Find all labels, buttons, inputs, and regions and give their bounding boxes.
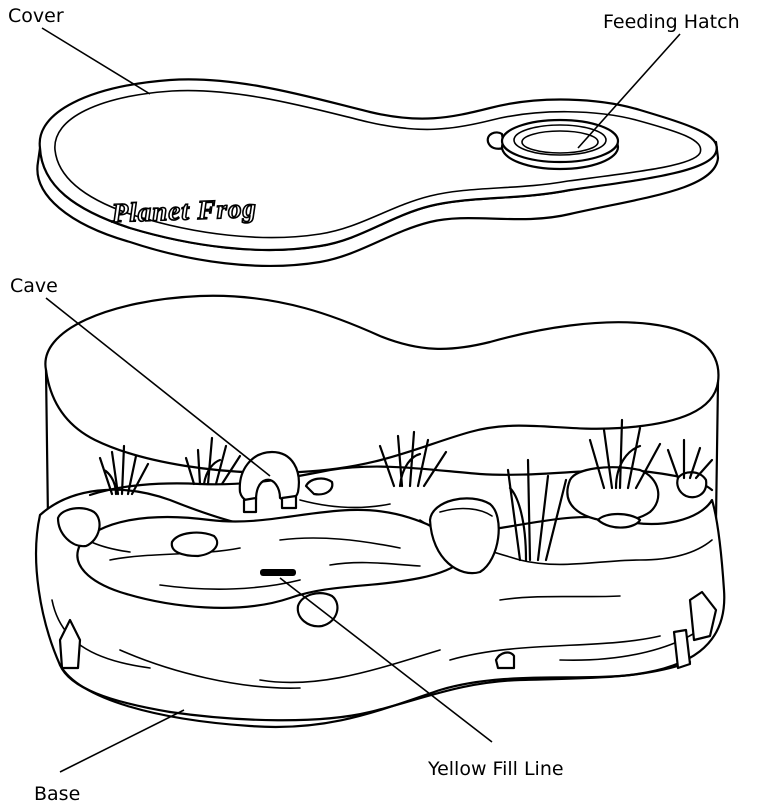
- yellow-fill-line-label: Yellow Fill Line: [427, 758, 564, 780]
- cave: [240, 452, 299, 512]
- lid-logo-text: Planet Frog: [110, 193, 257, 228]
- base-leader-line: [60, 710, 184, 772]
- cover-leader-line: [42, 28, 150, 94]
- base-label: Base: [34, 783, 80, 804]
- cave-label: Cave: [10, 275, 58, 297]
- cover-lid: Planet Frog: [37, 79, 718, 266]
- feeding-hatch-label: Feeding Hatch: [603, 11, 740, 33]
- yellow-fill-line-marker: [260, 569, 296, 576]
- cover-label: Cover: [8, 5, 64, 27]
